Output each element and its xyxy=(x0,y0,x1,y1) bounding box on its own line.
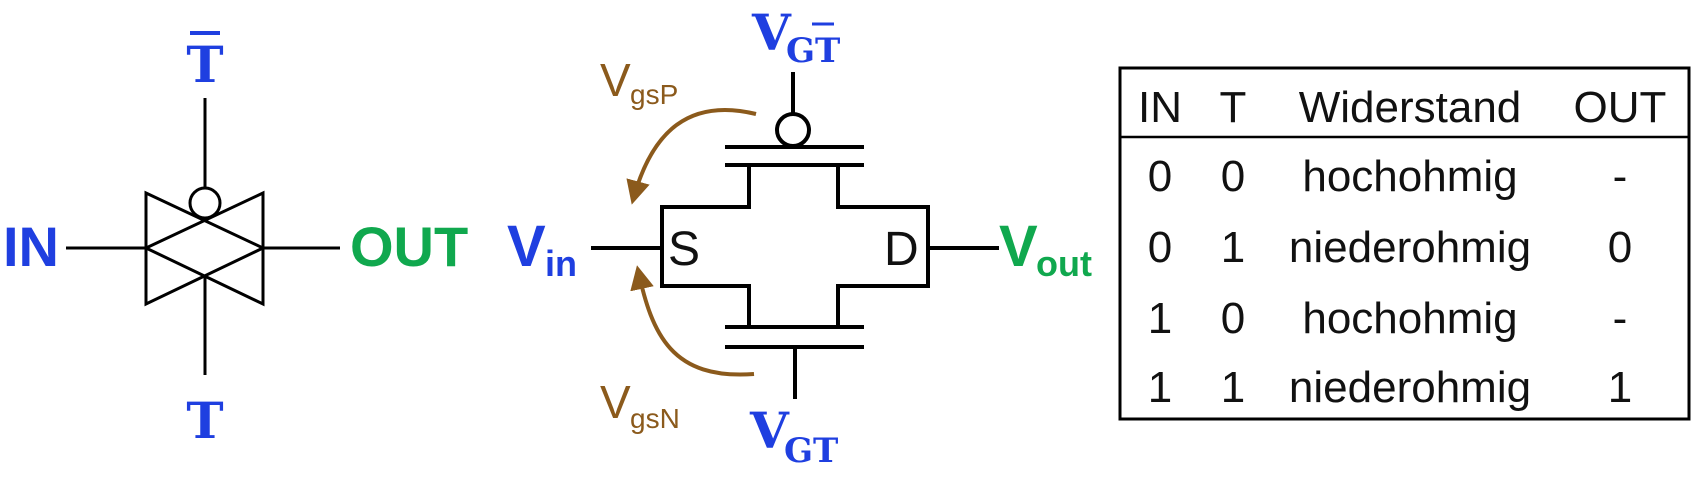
transmission-gate-symbol: T T IN OUT xyxy=(3,31,468,450)
cell-out: - xyxy=(1613,294,1628,343)
cell-t: 0 xyxy=(1221,294,1245,343)
vin-label: V in xyxy=(507,214,577,284)
inversion-bubble xyxy=(188,186,222,220)
header-in: IN xyxy=(1138,83,1182,132)
vin-sub: in xyxy=(545,243,577,284)
t-bar-label: T xyxy=(186,31,224,94)
t-bar-text: T xyxy=(186,35,223,94)
cell-t: 1 xyxy=(1221,223,1245,272)
cell-in: 0 xyxy=(1148,223,1172,272)
cell-widerstand: hochohmig xyxy=(1302,294,1517,343)
t-label: T xyxy=(186,391,223,450)
drain-label: D xyxy=(884,223,919,276)
vgsn-label: V gsN xyxy=(600,376,680,434)
vout-sub: out xyxy=(1036,243,1092,284)
truth-table-header: IN T Widerstand OUT xyxy=(1138,83,1666,132)
vgsp-sub: gsP xyxy=(630,79,678,110)
truth-table: IN T Widerstand OUT 0 0 hochohmig - 0 1 … xyxy=(1118,66,1691,421)
cell-widerstand: niederohmig xyxy=(1289,363,1531,412)
cell-t: 1 xyxy=(1221,363,1245,412)
cell-out: 1 xyxy=(1608,363,1632,412)
gate-bottom-label: V GT xyxy=(749,401,838,471)
vin-base: V xyxy=(507,214,546,279)
cell-in: 1 xyxy=(1148,294,1172,343)
header-out: OUT xyxy=(1574,83,1667,132)
gate-top-base: V xyxy=(751,3,792,62)
cmos-transmission-gate-circuit: V GT S D V in V out xyxy=(507,3,1092,471)
header-t: T xyxy=(1220,83,1247,132)
vout-base: V xyxy=(999,214,1038,279)
cell-widerstand: niederohmig xyxy=(1289,223,1531,272)
table-row: 1 1 niederohmig 1 xyxy=(1148,363,1632,412)
pmos-gate-bubble xyxy=(775,112,811,148)
table-row: 0 0 hochohmig - xyxy=(1148,152,1628,201)
gate-bottom-sub: GT xyxy=(784,431,838,471)
truth-table-border xyxy=(1118,66,1691,421)
cell-t: 0 xyxy=(1221,152,1245,201)
table-row: 0 1 niederohmig 0 xyxy=(1148,223,1632,272)
cell-out: 0 xyxy=(1608,223,1632,272)
vgsn-arrow xyxy=(630,265,755,377)
in-label: IN xyxy=(3,215,59,278)
table-row: 1 0 hochohmig - xyxy=(1148,294,1628,343)
vgsn-sub: gsN xyxy=(630,403,680,434)
vgsp-arrow xyxy=(626,108,757,205)
vgsp-label: V gsP xyxy=(600,54,678,110)
cell-in: 1 xyxy=(1148,363,1172,412)
cell-out: - xyxy=(1613,152,1628,201)
vgsp-base: V xyxy=(600,54,631,106)
header-widerstand: Widerstand xyxy=(1299,83,1522,132)
cell-widerstand: hochohmig xyxy=(1302,152,1517,201)
source-label: S xyxy=(668,223,700,276)
gate-bottom-base: V xyxy=(749,401,790,460)
cell-in: 0 xyxy=(1148,152,1172,201)
gate-top-sub: GT xyxy=(786,31,840,71)
vout-label: V out xyxy=(999,214,1092,284)
gate-top-label: V GT xyxy=(751,3,840,71)
out-label: OUT xyxy=(350,215,468,278)
vgsn-base: V xyxy=(600,376,631,428)
